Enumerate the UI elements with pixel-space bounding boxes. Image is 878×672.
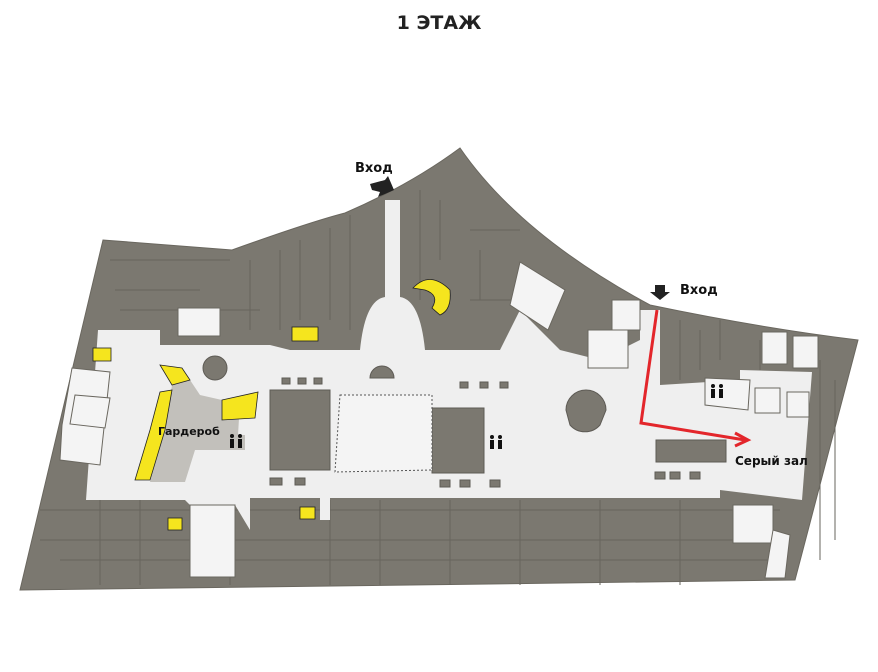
restroom-icon [490,435,502,449]
room [189,504,236,578]
entrance-label-top: Вход [355,161,393,176]
floor-title: 1 ЭТАЖ [396,12,482,34]
entrance-arrow-right [650,285,670,300]
stairs [221,391,259,421]
room [761,331,788,365]
room [177,307,221,337]
stairs [92,347,112,362]
room [732,504,774,544]
main-hall-floor [86,200,812,530]
route-path [639,309,746,442]
restroom-icon [711,384,723,398]
stairs [159,364,191,386]
grey-hall-label: Серый зал [735,454,808,468]
room [509,261,566,331]
room [69,394,111,429]
stairs [291,326,319,342]
room [792,335,819,369]
restroom-icon [230,434,242,448]
entrance-arrow-top [370,176,394,197]
room [754,387,781,414]
room [704,377,751,411]
cloakroom-label: Гардероб [158,425,220,438]
stairs [167,517,183,531]
room [764,529,791,579]
rooms [59,261,819,579]
route-arrowhead [734,431,752,448]
room [786,391,810,418]
stairs [92,279,451,531]
entrance-label-right: Вход [680,283,718,298]
central-court [334,394,433,473]
room [611,299,641,331]
stairs [134,389,173,481]
room [587,329,629,369]
stairs [412,279,451,316]
hall-blocks [202,355,727,488]
cloakroom-area [150,380,245,482]
stairs [299,506,316,520]
